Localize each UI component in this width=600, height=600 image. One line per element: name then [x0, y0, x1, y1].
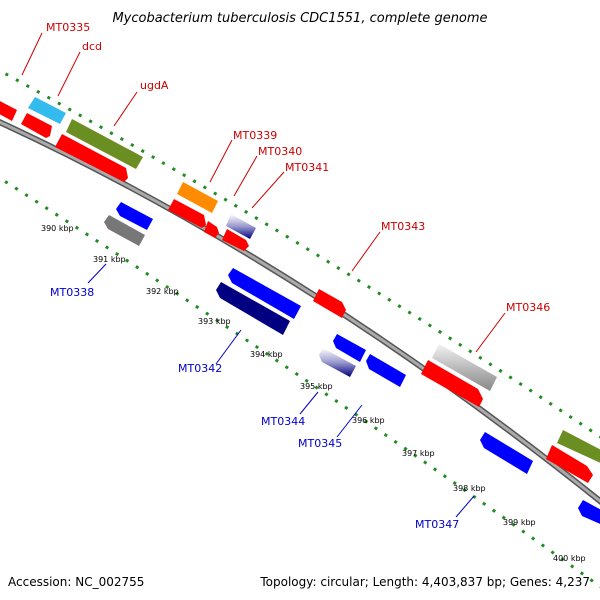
gene-label-mt0335[interactable]: MT0335 [46, 21, 90, 34]
gene-arrow[interactable] [480, 432, 533, 474]
tick-label: 392 kbp [146, 287, 179, 296]
gene-arrow[interactable] [66, 119, 143, 169]
gene-arrow[interactable] [333, 334, 366, 362]
position-tick-labels: 390 kbp 391 kbp 392 kbp 393 kbp 394 kbp … [41, 224, 586, 563]
gene-label-mt0347[interactable]: MT0347 [415, 518, 459, 531]
tick-label: 393 kbp [198, 317, 231, 326]
gene-label-mt0345[interactable]: MT0345 [298, 437, 342, 450]
gene-arrow[interactable] [55, 134, 128, 182]
tick-label: 400 kbp [553, 554, 586, 563]
topology-text: Topology: circular; Length: 4,403,837 bp… [259, 575, 590, 589]
tick-label: 396 kbp [352, 416, 385, 425]
gene-label-mt0338[interactable]: MT0338 [50, 286, 94, 299]
gene-arrow[interactable] [28, 97, 66, 124]
tick-label: 394 kbp [250, 350, 283, 359]
tick-label: 395 kbp [300, 382, 333, 391]
gene-arrow[interactable] [21, 113, 52, 138]
gene-arrow[interactable] [226, 214, 256, 239]
gene-label-mt0342[interactable]: MT0342 [178, 362, 222, 375]
gene-arrow[interactable] [228, 268, 301, 319]
gene-arrow[interactable] [116, 202, 153, 230]
gene-arrow[interactable] [216, 282, 290, 335]
gene-arrow[interactable] [168, 199, 206, 228]
reverse-gene-labels: MT0338 MT0342 MT0344 MT0345 MT0347 [50, 286, 459, 531]
gene-arrow[interactable] [104, 215, 145, 246]
gene-label-mt0341[interactable]: MT0341 [285, 161, 329, 174]
gene-label-mt0346[interactable]: MT0346 [506, 301, 550, 314]
tick-label: 390 kbp [41, 224, 74, 233]
gene-arrow[interactable] [204, 221, 219, 238]
gene-label-mt0344[interactable]: MT0344 [261, 415, 305, 428]
tick-label: 391 kbp [93, 255, 126, 264]
gene-arrow[interactable] [319, 348, 356, 377]
gene-label-mt0340[interactable]: MT0340 [258, 145, 302, 158]
accession-text: Accession: NC_002755 [8, 575, 144, 589]
gene-arrow[interactable] [557, 430, 600, 465]
reverse-leader-lines [87, 263, 475, 518]
gene-label-dcd[interactable]: dcd [82, 40, 102, 53]
gene-arrow[interactable] [421, 360, 483, 407]
gene-label-ugda[interactable]: ugdA [140, 79, 169, 92]
gene-arrow[interactable] [432, 344, 497, 391]
map-title: Mycobacterium tuberculosis CDC1551, comp… [112, 11, 487, 26]
gene-label-mt0343[interactable]: MT0343 [381, 220, 425, 233]
gene-arrow[interactable] [222, 229, 249, 251]
gene-arrow[interactable] [0, 99, 17, 121]
forward-gene-labels: MT0335 dcd ugdA MT0339 MT0340 MT0341 MT0… [46, 21, 550, 314]
tick-label: 397 kbp [402, 449, 435, 458]
genome-backbone-highlight [0, 120, 600, 503]
forward-leader-lines [21, 32, 506, 353]
gene-arrow[interactable] [177, 182, 218, 213]
tick-label: 399 kbp [503, 518, 536, 527]
gene-arrow[interactable] [313, 289, 346, 318]
gene-arrow[interactable] [366, 354, 406, 387]
gene-arrow[interactable] [578, 500, 600, 526]
tick-label: 398 kbp [453, 484, 486, 493]
gene-label-mt0339[interactable]: MT0339 [233, 129, 277, 142]
gene-arrow[interactable] [546, 445, 593, 483]
